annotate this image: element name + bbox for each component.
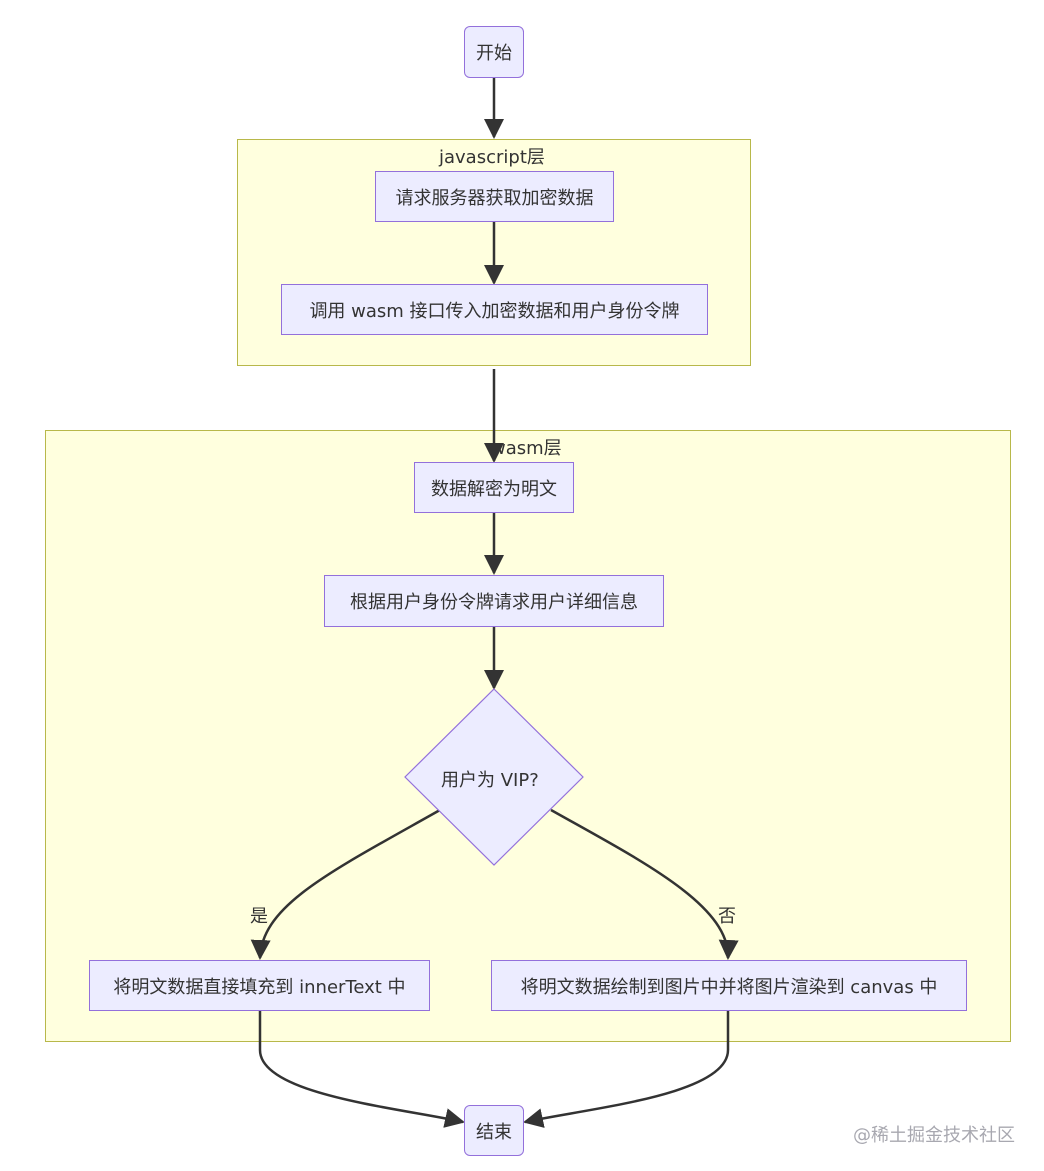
edge-label-no: 否 [718,906,736,927]
javascript-layer-title: javascript层 [439,147,545,168]
edge-draw-to-end [523,1011,730,1128]
fill-innertext-node: 将明文数据直接填充到 innerText 中 [89,960,430,1011]
watermark-text: @稀土掘金技术社区 [853,1125,1015,1146]
edge-fill-to-end [258,1011,465,1128]
wasm-layer-title: wasm层 [491,438,562,459]
vip-decision-diamond [404,688,584,866]
start-node: 开始 [464,26,524,78]
fetch-encrypted-node: 请求服务器获取加密数据 [375,171,614,222]
request-user-node: 根据用户身份令牌请求用户详细信息 [324,575,664,627]
vip-decision-label: 用户为 VIP? [441,770,539,791]
call-wasm-node: 调用 wasm 接口传入加密数据和用户身份令牌 [281,284,708,335]
edge-label-yes: 是 [250,906,268,927]
edge-vip-yes [250,808,441,960]
decrypt-node: 数据解密为明文 [414,462,574,513]
end-node: 结束 [464,1105,524,1156]
draw-canvas-node: 将明文数据绘制到图片中并将图片渲染到 canvas 中 [491,960,967,1011]
edge-vip-no [550,808,739,960]
